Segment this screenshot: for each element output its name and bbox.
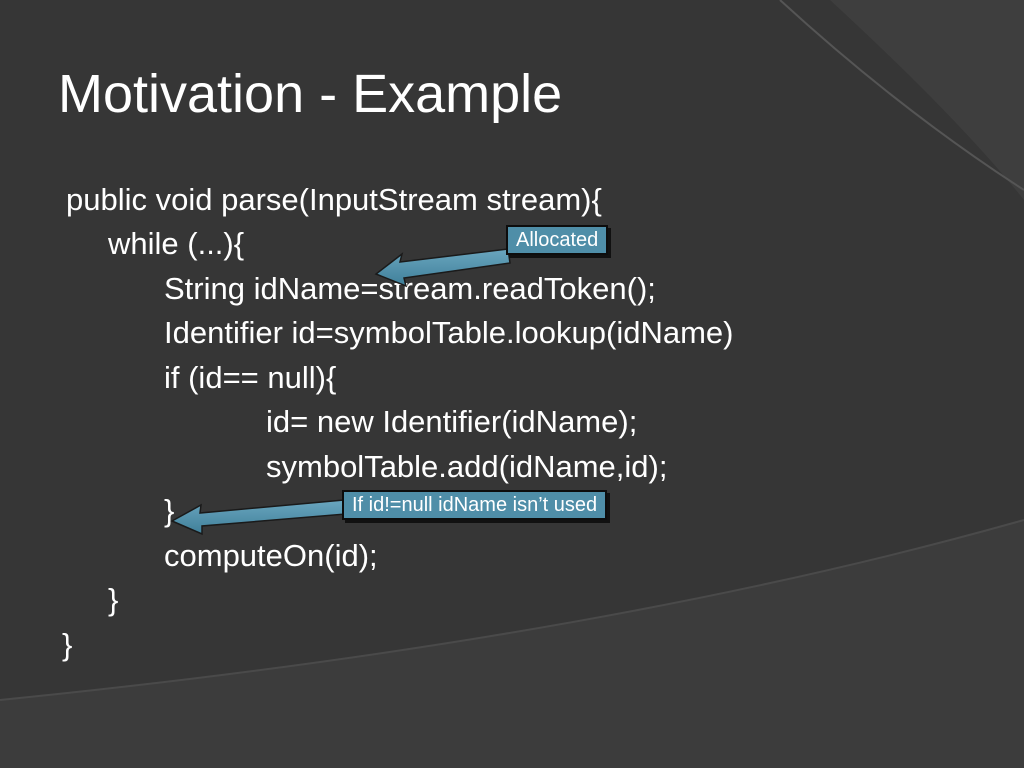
- slide-title: Motivation - Example: [58, 64, 563, 124]
- allocated-callout: Allocated: [506, 225, 609, 255]
- unused-callout: If id!=null idName isn’t used: [342, 490, 608, 520]
- code-line: if (id== null){: [164, 360, 337, 395]
- code-line: }: [62, 627, 73, 662]
- bottom-curve: [0, 519, 1024, 701]
- code-line: while (...){: [108, 226, 245, 261]
- code-line: computeOn(id);: [164, 538, 378, 573]
- code-line: }: [108, 582, 119, 617]
- code-line: String idName=stream.readToken();: [164, 271, 656, 306]
- code-line: Identifier id=symbolTable.lookup(idName): [164, 315, 734, 350]
- code-line: id= new Identifier(idName);: [266, 404, 638, 439]
- code-line: }: [164, 493, 175, 528]
- code-line: public void parse(InputStream stream){: [66, 182, 602, 217]
- code-line: symbolTable.add(idName,id);: [266, 449, 668, 484]
- bottom-shape: [0, 520, 1024, 768]
- top-right-shape: [830, 0, 1024, 200]
- top-right-curve: [779, 0, 1024, 191]
